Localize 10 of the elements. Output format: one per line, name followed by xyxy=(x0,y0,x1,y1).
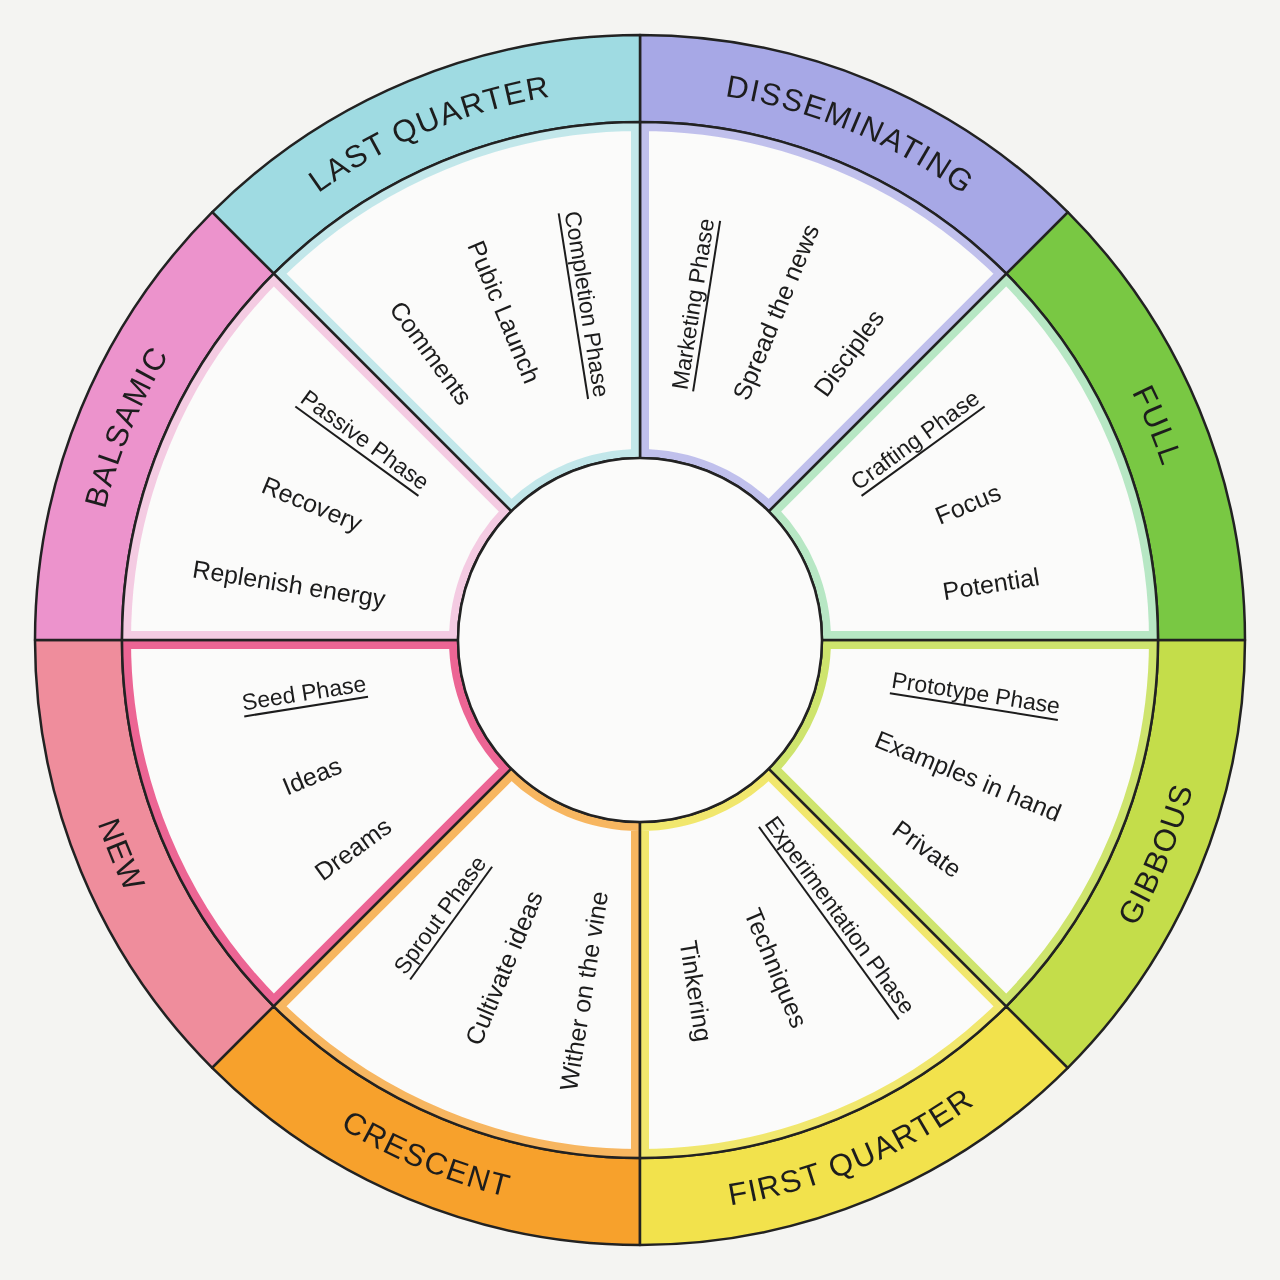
phase-keyword: Focus xyxy=(931,477,1005,531)
phase-heading: Completion Phase xyxy=(559,209,615,400)
phase-keyword: Tinkering xyxy=(673,938,718,1044)
phase-keyword: Potential xyxy=(940,562,1041,607)
phase-keyword: Ideas xyxy=(278,750,346,801)
phase-keyword: Replenish energy xyxy=(191,555,388,614)
phase-heading: Seed Phase xyxy=(240,670,369,717)
phase-keyword: Wither on the vine xyxy=(554,888,615,1093)
phase-heading: Prototype Phase xyxy=(889,666,1062,720)
phase-heading: Marketing Phase xyxy=(666,216,720,392)
